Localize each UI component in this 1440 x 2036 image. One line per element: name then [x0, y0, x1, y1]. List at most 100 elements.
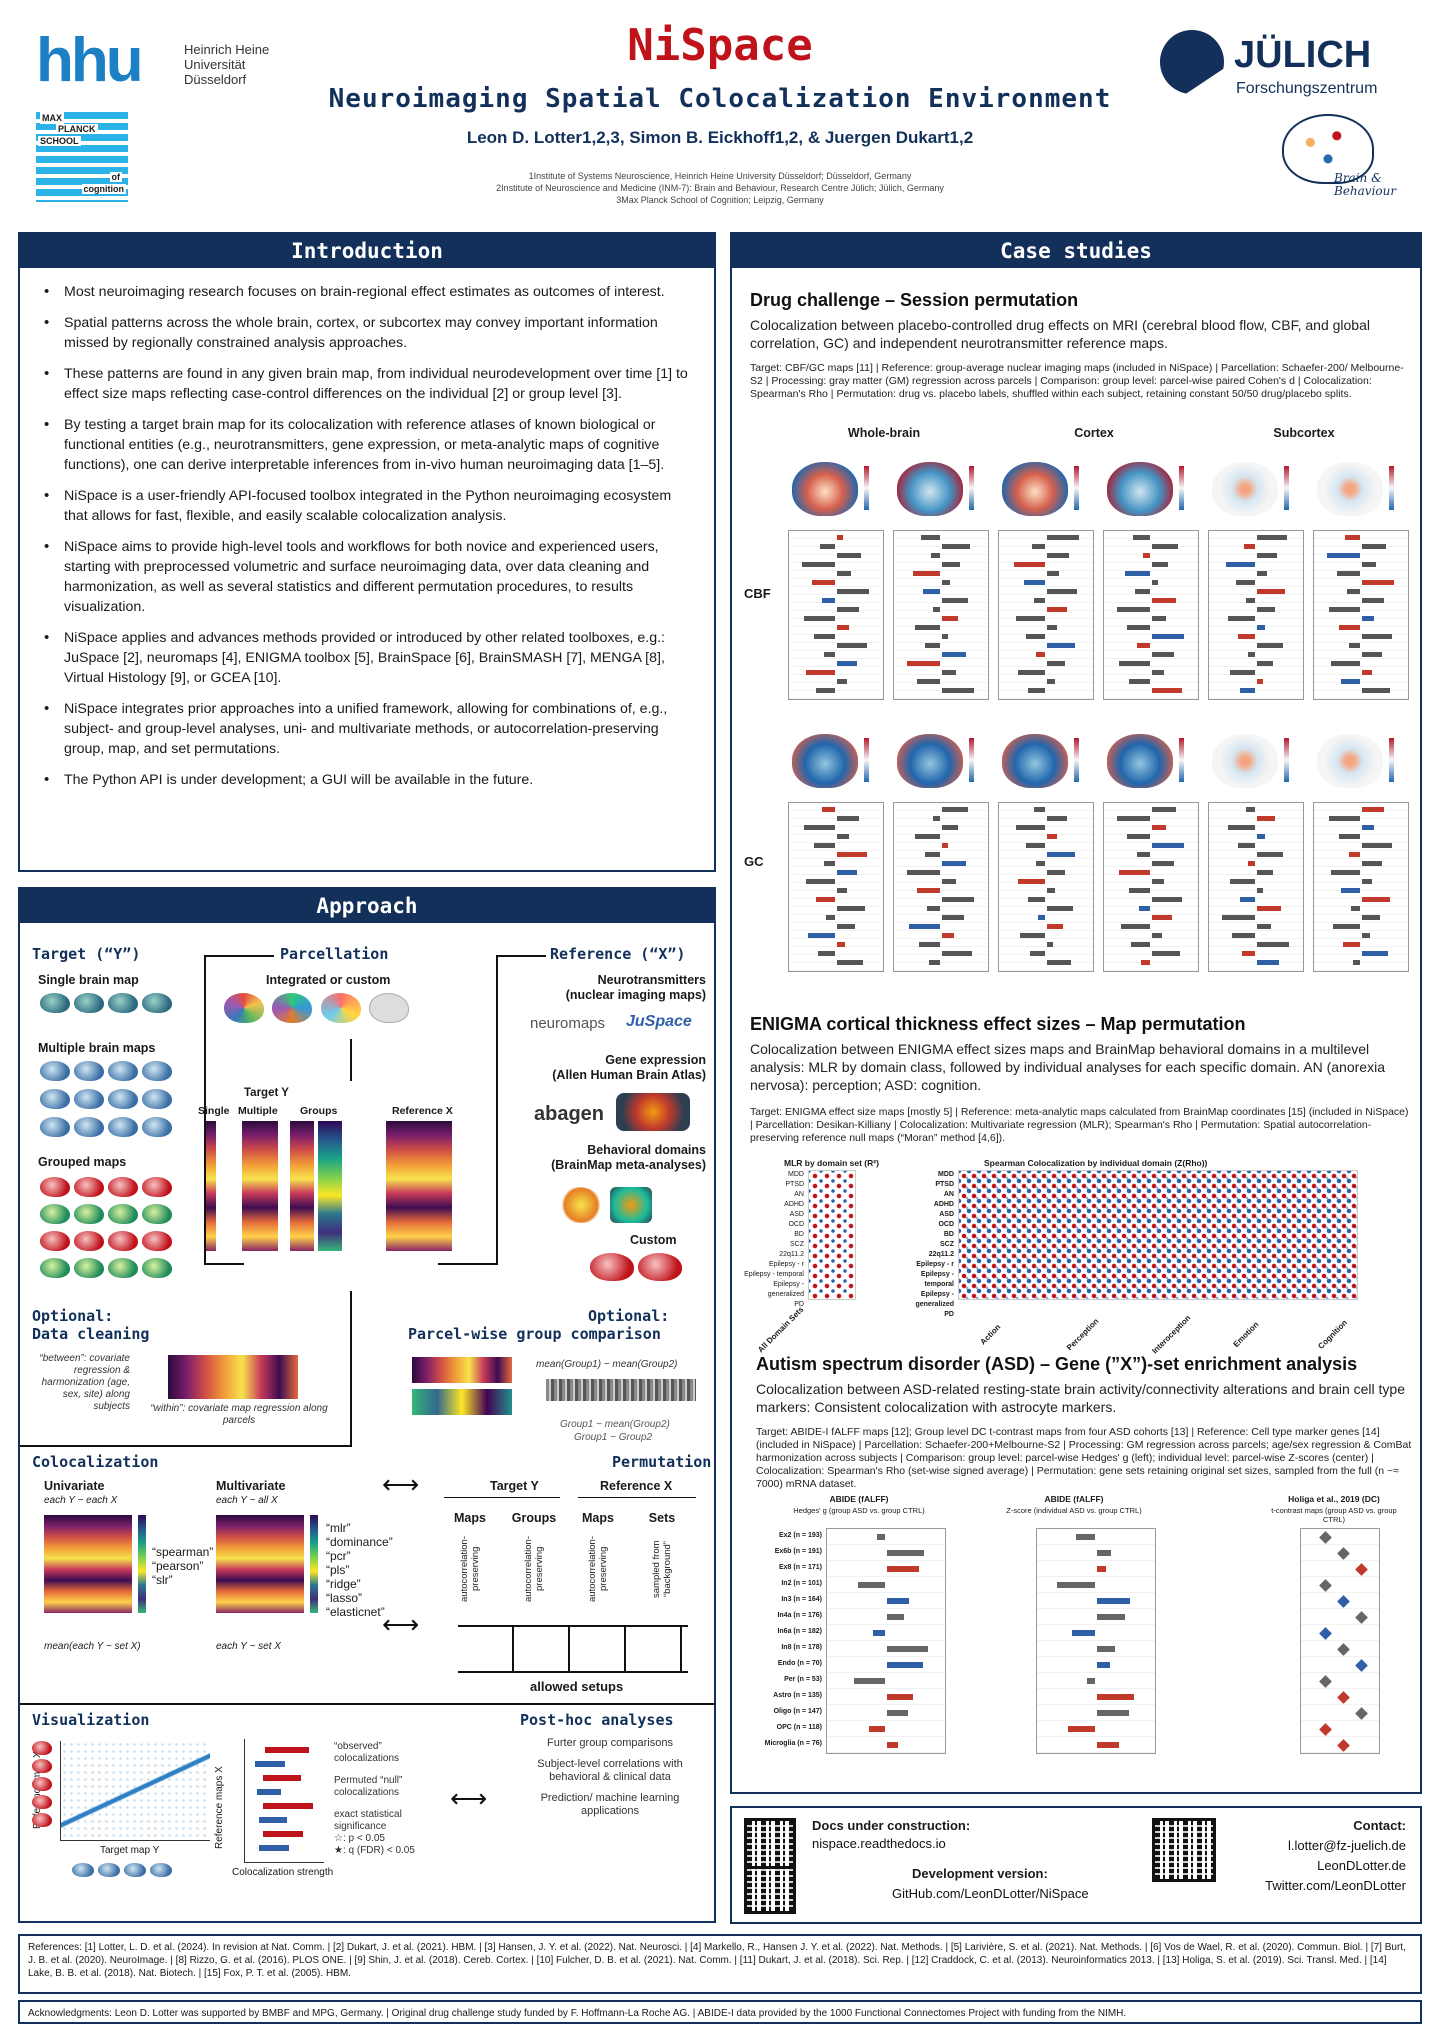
group2-compare-matrix [412, 1389, 512, 1415]
drug-brain-map [897, 462, 963, 516]
multivariate-method: “lasso” [326, 1591, 363, 1605]
drug-bar [917, 679, 940, 684]
drug-row-cbf-label: CBF [744, 586, 771, 601]
enigma-row-label: PTSD [935, 1181, 954, 1188]
enigma-row-label: Epilepsy - r [768, 1261, 804, 1268]
asd-cell-label: Endo (n = 70) [777, 1660, 822, 1667]
each-set-label: each Y ~ set X [216, 1641, 281, 1652]
julich-logo-text: JÜLICH [1234, 34, 1372, 76]
drug-bar [1117, 816, 1150, 821]
asd-cell-label: Ex6b (n = 191) [774, 1548, 822, 1555]
asd-cell-label: In2 (n = 101) [781, 1580, 822, 1587]
drug-bar [942, 933, 954, 938]
multivariate-target-bar [310, 1515, 318, 1613]
asd-bar [887, 1742, 898, 1748]
references: References: [1] Lotter, L. D. et al. (20… [18, 1934, 1422, 1994]
website-link[interactable]: LeonDLotter.de [1317, 1858, 1406, 1873]
enigma-domain-group: Cognition [1316, 1318, 1350, 1351]
drug-bar [1246, 598, 1255, 603]
asd-cell-label: Astro (n = 135) [773, 1692, 822, 1699]
univariate-method: “slr” [152, 1573, 173, 1587]
drug-bar [802, 562, 835, 567]
drug-bar [1337, 571, 1360, 576]
twitter-link[interactable]: Twitter.com/LeonDLotter [1265, 1878, 1406, 1893]
drug-bar [1238, 634, 1255, 639]
drug-bar [919, 942, 940, 947]
asd-cell-label: Ex8 (n = 171) [779, 1564, 822, 1571]
drug-bar [1353, 960, 1360, 965]
drug-bar [1327, 553, 1360, 558]
drug-bar-plot [893, 530, 989, 700]
introduction-title: Introduction [20, 234, 714, 268]
univariate-methods: “spearman”“pearson”“slr” [152, 1545, 213, 1587]
drug-bar [1030, 951, 1045, 956]
univariate-target-bar [138, 1515, 146, 1613]
intro-item: By testing a target brain map for its co… [42, 415, 692, 475]
drug-bar [837, 906, 865, 911]
drug-brain-map [1107, 734, 1173, 788]
drug-bar [837, 571, 851, 576]
asd-marker [1319, 1723, 1332, 1736]
asd-plot [1036, 1528, 1156, 1754]
asd-panel-title: ABIDE (fALFF) [829, 1494, 889, 1504]
asd-bar [887, 1550, 924, 1556]
drug-desc: Colocalization between placebo-controlle… [750, 317, 1370, 351]
multivariate-method: “dominance” [326, 1535, 393, 1549]
docs-link[interactable]: nispace.readthedocs.io [812, 1836, 946, 1851]
drug-bar [1331, 661, 1360, 666]
drug-bar [1257, 625, 1265, 630]
mean-diff-label: mean(Group1) − mean(Group2) [536, 1359, 678, 1370]
hhu-text-3: Düsseldorf [184, 72, 247, 87]
drug-bar [1129, 679, 1150, 684]
behavioral-brain-images [560, 1187, 656, 1228]
enigma-row-label: ASD [939, 1211, 954, 1218]
drug-bar [1152, 807, 1176, 812]
drug-bar [1152, 861, 1174, 866]
github-link[interactable]: GitHub.com/LeonDLotter/NiSpace [892, 1886, 1089, 1901]
drug-bar [1257, 942, 1289, 947]
drug-bar [942, 879, 956, 884]
drug-bar [942, 861, 966, 866]
drug-colorbar [1074, 738, 1079, 782]
multivariate-method: “mlr” [326, 1521, 351, 1535]
drug-colorbar [864, 738, 869, 782]
neurotransmitters-sub: (nuclear imaging maps) [565, 988, 706, 1002]
drug-bar [837, 888, 847, 893]
gene-brain-image [616, 1093, 690, 1131]
poster-title: NiSpace [627, 20, 813, 71]
drug-bar [1257, 888, 1263, 893]
univariate-method: “spearman” [152, 1545, 214, 1559]
drug-brain-map [1317, 462, 1383, 516]
hhu-logo: hhu Heinrich Heine Universität Düsseldor… [36, 30, 269, 92]
enigma-domain-group: Action [978, 1322, 1003, 1347]
target-single-matrix [206, 1121, 216, 1251]
email-link[interactable]: l.lotter@fz-juelich.de [1288, 1838, 1406, 1853]
asd-marker [1337, 1547, 1350, 1560]
asd-marker [1355, 1707, 1368, 1720]
drug-bar [942, 562, 960, 567]
drug-bar [1362, 825, 1374, 830]
enigma-row-label: PD [794, 1301, 804, 1308]
drug-bar [814, 843, 835, 848]
github-qr-code [744, 1866, 796, 1914]
drug-bar [923, 589, 940, 594]
contact-label: Contact: [1353, 1818, 1406, 1833]
diff-matrix [546, 1379, 696, 1401]
drug-bar [1228, 616, 1255, 621]
asd-meta: Target: ABIDE-I fALFF maps [12]; Group l… [756, 1426, 1412, 1490]
drug-bar [1362, 915, 1380, 920]
target-y-heading: Target (“Y”) [32, 945, 141, 963]
intro-item: The Python API is under development; a G… [42, 770, 692, 790]
enigma-all-domain: All Domain Sets [756, 1304, 806, 1355]
asd-marker [1337, 1691, 1350, 1704]
drug-bar [1119, 870, 1150, 875]
grouped-maps-brains [40, 1177, 200, 1285]
enigma-row-label: ADHD [784, 1201, 804, 1208]
group-diff-label: Group1 − mean(Group2) [560, 1419, 670, 1430]
max-planck-school-logo: MAX PLANCK SCHOOL of cognition [36, 112, 128, 202]
drug-bar [1362, 598, 1384, 603]
drug-bar [942, 580, 950, 585]
drug-bar [925, 643, 940, 648]
